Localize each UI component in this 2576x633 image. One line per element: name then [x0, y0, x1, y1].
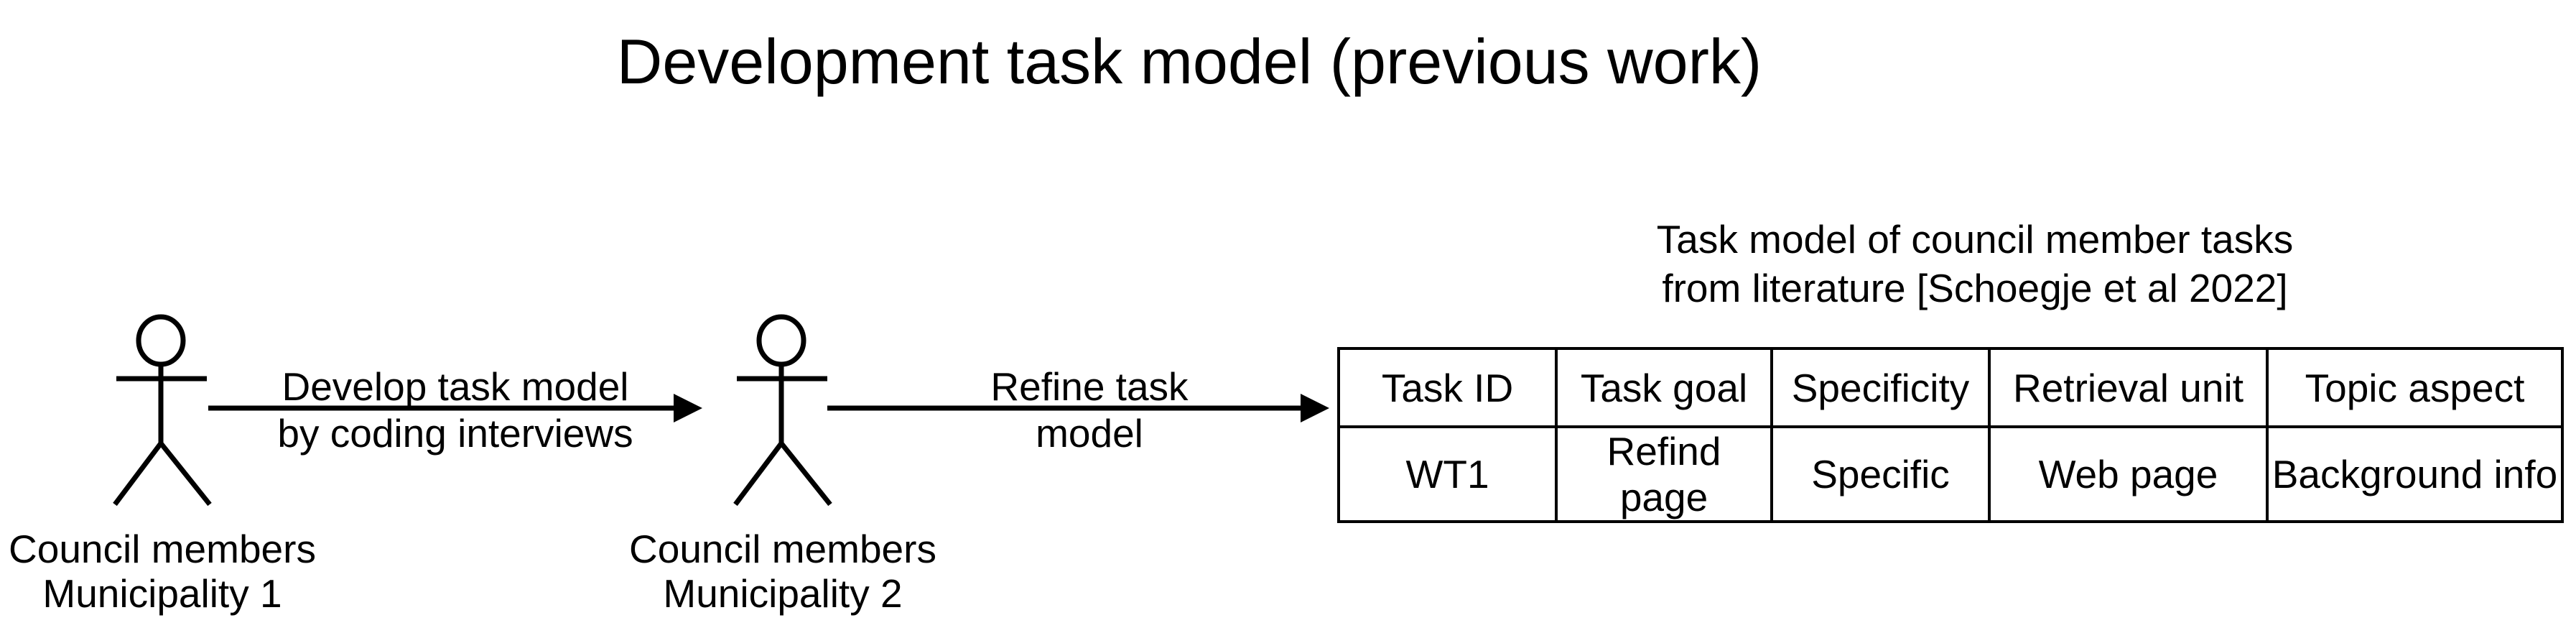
arrow-head-icon: [674, 394, 702, 422]
task-model-table: Task ID Task goal Specificity Retrieval …: [1337, 347, 2564, 523]
table-cell-task-goal: Refind page: [1555, 425, 1773, 523]
table-header-cell-task-id: Task ID: [1337, 347, 1558, 428]
person-leg-right: [779, 441, 832, 507]
arrow-develop-label-bottom: by coding interviews: [277, 411, 633, 456]
person-leg-right: [159, 441, 212, 507]
person-head-icon: [756, 314, 806, 367]
stick-figure-2: [733, 314, 832, 507]
table-row: WT1 Refind page Specific Web page Backgr…: [1337, 425, 2564, 523]
slide-title: Development task model (previous work): [616, 26, 1762, 97]
table-header-row: Task ID Task goal Specificity Retrieval …: [1337, 347, 2564, 428]
actor1-label-line2: Municipality 1: [42, 571, 282, 616]
person-leg-left: [733, 441, 784, 507]
arrow-head-icon: [1301, 394, 1329, 422]
arrow-refine-label-top: Refine task: [990, 364, 1189, 409]
person-head-icon: [136, 314, 186, 367]
actor2-label-line2: Municipality 2: [663, 571, 903, 616]
arrow-develop: [208, 394, 702, 422]
table-cell-specificity: Specific: [1770, 425, 1991, 523]
table-cell-retrieval-unit: Web page: [1988, 425, 2269, 523]
table-header-cell-topic-aspect: Topic aspect: [2266, 347, 2564, 428]
table-caption-line1: Task model of council member tasks: [1656, 217, 2294, 262]
table-header-cell-specificity: Specificity: [1770, 347, 1991, 428]
table-caption-line2: from literature [Schoegje et al 2022]: [1662, 266, 2288, 310]
table-caption: Task model of council member tasks from …: [1508, 215, 2442, 313]
stick-figure-1: [113, 314, 212, 507]
actor1-label-line1: Council members: [9, 527, 316, 571]
arrow-refine-label-bottom: model: [1036, 411, 1143, 456]
table-cell-topic-aspect: Background info: [2266, 425, 2564, 523]
table-header-cell-retrieval-unit: Retrieval unit: [1988, 347, 2269, 428]
arrow-refine: [827, 394, 1329, 422]
table-cell-task-id: WT1: [1337, 425, 1558, 523]
actor2-label-line1: Council members: [629, 527, 936, 571]
actor2-label: Council members Municipality 2: [567, 527, 998, 616]
person-leg-left: [113, 441, 163, 507]
actor1-label: Council members Municipality 1: [0, 527, 378, 616]
table-header-cell-task-goal: Task goal: [1555, 347, 1773, 428]
arrow-develop-label-top: Develop task model: [282, 364, 629, 409]
